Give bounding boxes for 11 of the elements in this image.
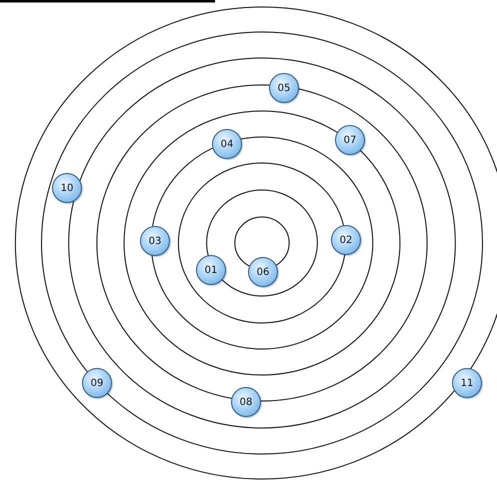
numbered-circle: 07	[335, 125, 365, 155]
numbered-circle: 05	[269, 73, 299, 103]
numbered-circle: 06	[248, 257, 278, 287]
numbered-circle: 10	[52, 173, 82, 203]
numbered-circle: 04	[212, 129, 242, 159]
numbered-circle: 11	[452, 368, 482, 398]
numbered-circle: 09	[82, 368, 112, 398]
numbered-circle: 03	[140, 226, 170, 256]
numbered-circle: 02	[331, 225, 361, 255]
numbered-circle: 08	[231, 387, 261, 417]
numbered-circle: 01	[196, 255, 226, 285]
